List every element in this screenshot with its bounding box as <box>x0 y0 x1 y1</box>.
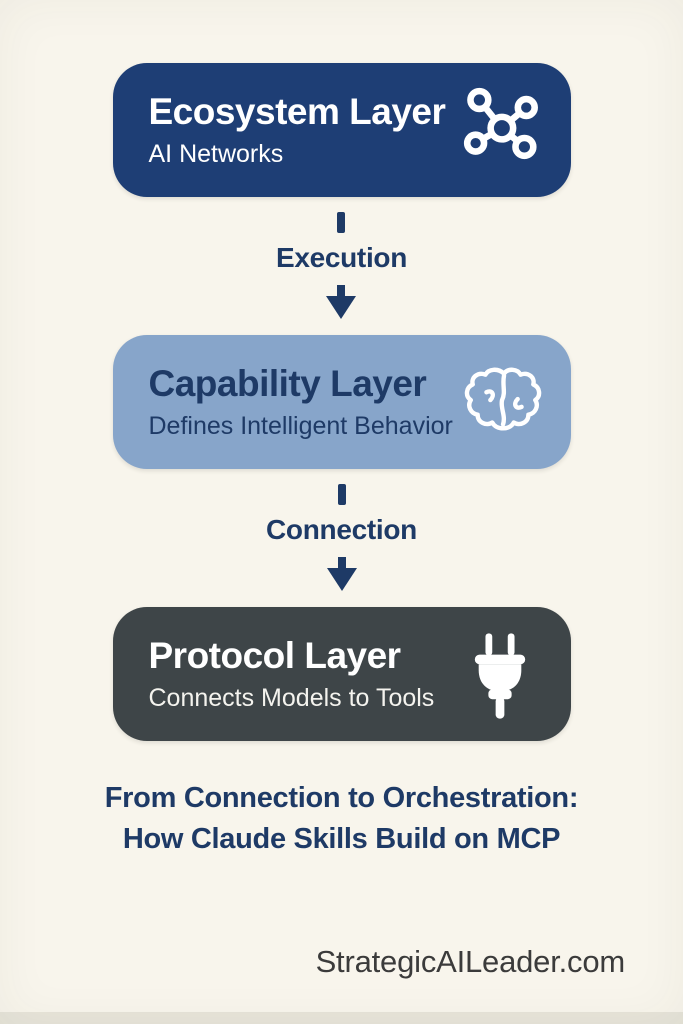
execution-label: Execution <box>275 242 408 273</box>
brain-icon <box>463 365 545 439</box>
execution-connector: Execution <box>276 197 407 335</box>
protocol-layer-text: Protocol Layer Connects Models to Tools <box>149 635 435 712</box>
network-nodes-icon <box>455 85 545 175</box>
connector-dash <box>337 484 346 505</box>
layer-stack: Ecosystem Layer AI Networks <box>0 63 683 741</box>
site-credit: StrategicAILeader.com <box>315 944 626 979</box>
connection-connector: Connection <box>266 469 417 607</box>
caption-line-1: From Connection to Orchestration: <box>104 782 579 814</box>
arrow-down-icon <box>324 556 360 592</box>
protocol-layer-card: Protocol Layer Connects Models to Tools <box>112 607 571 741</box>
caption: From Connection to Orchestration: How Cl… <box>0 778 683 860</box>
capability-layer-subtitle: Defines Intelligent Behavior <box>148 412 453 441</box>
capability-layer-card: Capability Layer Defines Intelligent Beh… <box>112 335 571 469</box>
capability-layer-title: Capability Layer <box>148 363 427 405</box>
arrow-down-icon <box>323 284 359 320</box>
protocol-layer-title: Protocol Layer <box>148 635 402 677</box>
connector-dash <box>337 212 346 233</box>
ecosystem-layer-title: Ecosystem Layer <box>148 91 446 133</box>
ecosystem-layer-subtitle: AI Networks <box>148 140 284 169</box>
protocol-layer-subtitle: Connects Models to Tools <box>148 684 435 713</box>
plug-icon <box>469 629 531 719</box>
bottom-edge-shadow <box>0 1012 683 1024</box>
capability-layer-text: Capability Layer Defines Intelligent Beh… <box>149 363 453 440</box>
caption-line-2: How Claude Skills Build on MCP <box>122 823 561 855</box>
ecosystem-layer-text: Ecosystem Layer AI Networks <box>149 91 446 168</box>
ecosystem-layer-card: Ecosystem Layer AI Networks <box>112 63 571 197</box>
connection-label: Connection <box>266 514 417 545</box>
